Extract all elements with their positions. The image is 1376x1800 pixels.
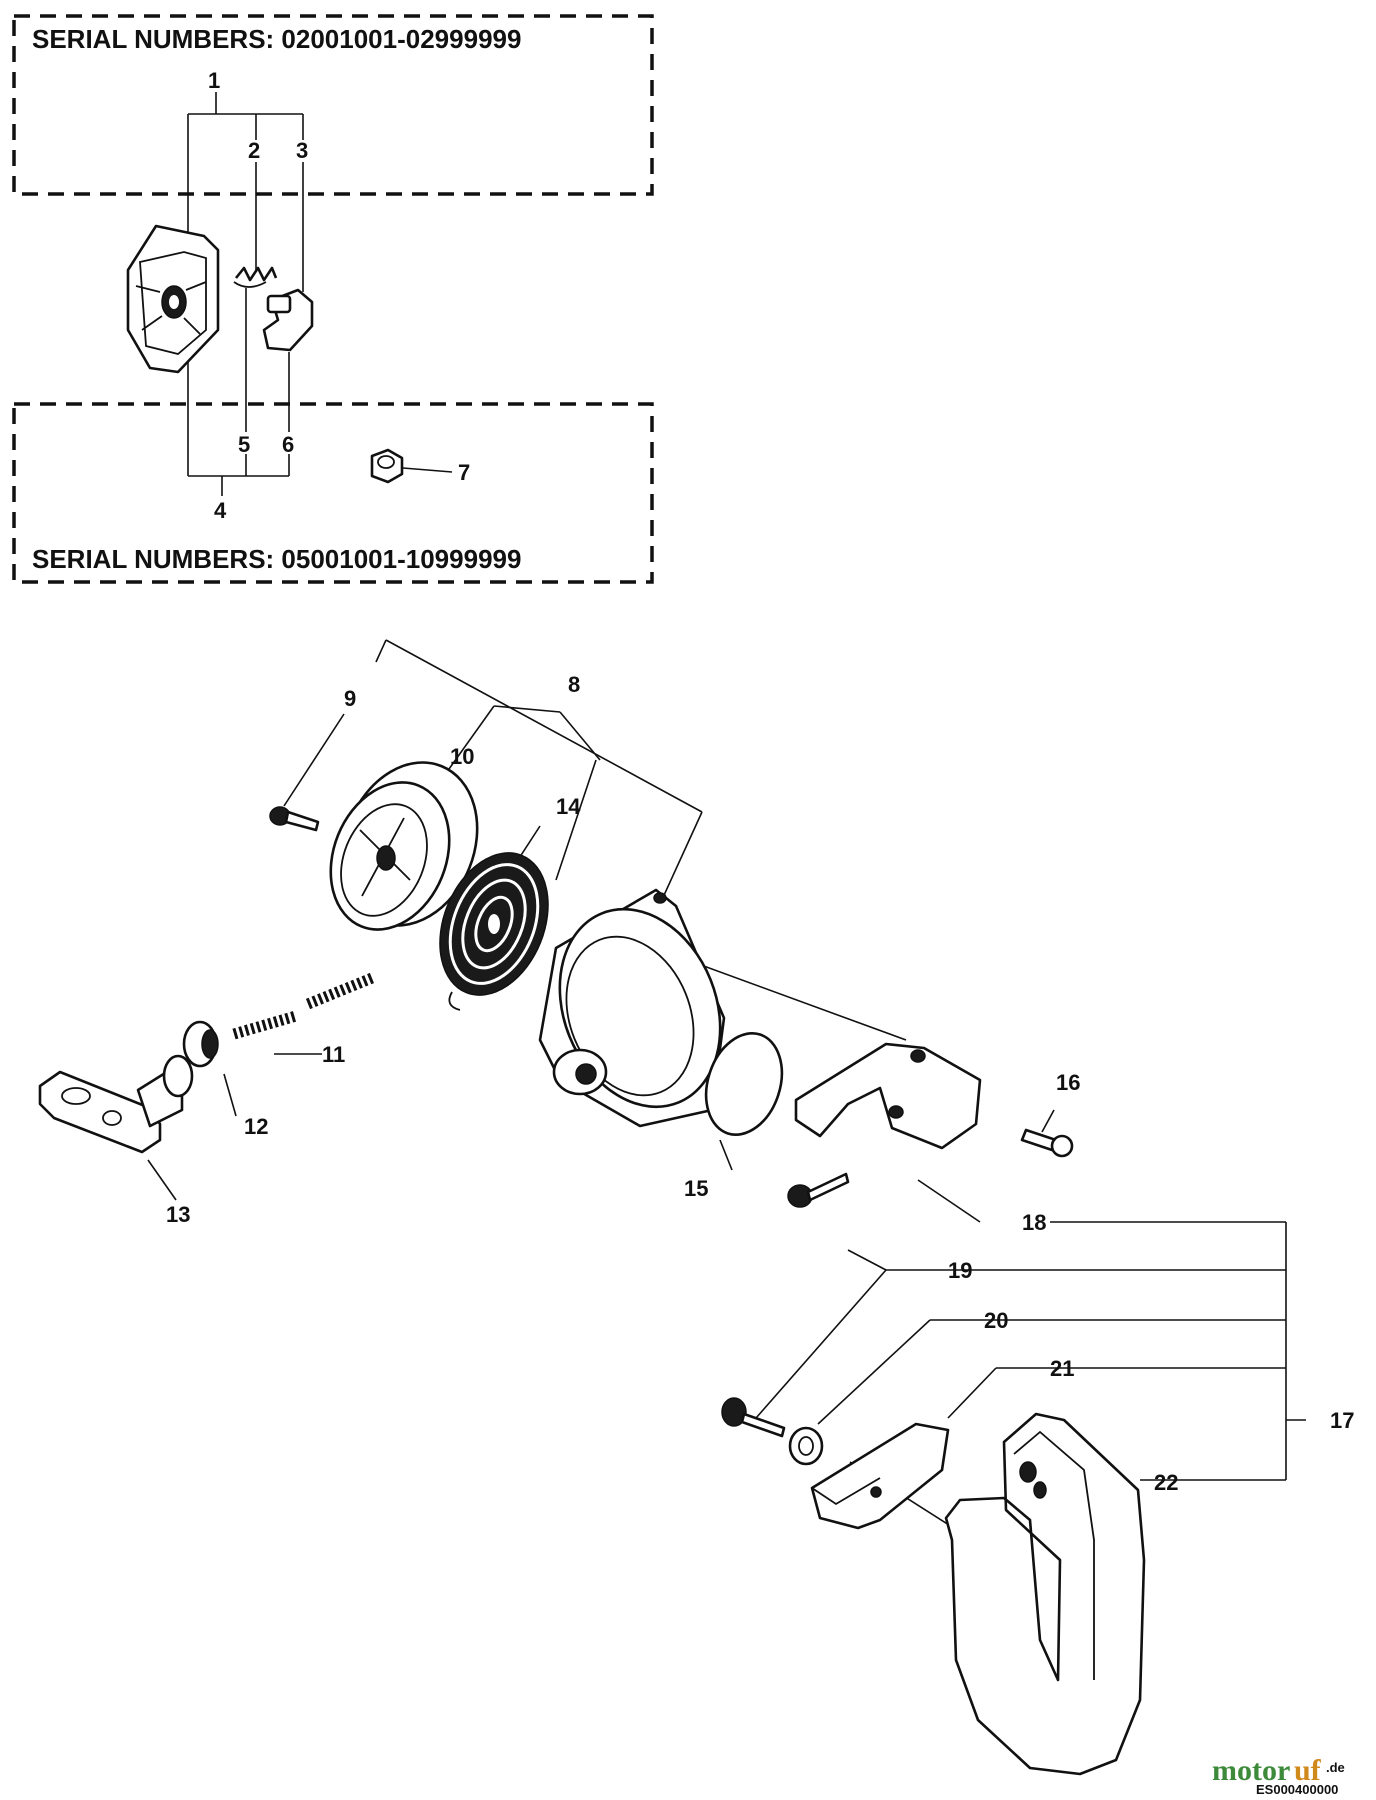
callout-3: 3: [296, 138, 308, 163]
recoil-spring-drawing: [439, 852, 549, 1011]
watermark-brand-b: uf: [1294, 1754, 1322, 1787]
serial-box-bottom: [12, 402, 654, 584]
callout-17: 17: [1330, 1408, 1354, 1433]
pawl-drawing: [262, 288, 314, 352]
starter-housing-drawing: [538, 888, 726, 1128]
screw-19-upper-drawing: [787, 1172, 850, 1208]
callout-15: 15: [684, 1176, 708, 1201]
starter-rope-drawing: [232, 972, 375, 1040]
starter-handle-drawing: [38, 1054, 194, 1154]
callout-22: 22: [1154, 1470, 1178, 1495]
bolt-drawing: [269, 806, 320, 832]
callout-21: 21: [1050, 1356, 1074, 1381]
callout-8: 8: [568, 672, 580, 697]
pawl-carrier-drawing: [126, 224, 220, 374]
nut-drawing: [370, 448, 404, 484]
handle-bracket-drawing: [794, 1042, 982, 1150]
callout-18: 18: [1022, 1210, 1046, 1235]
callout-14: 14: [556, 794, 581, 819]
serial-label-bottom: SERIAL NUMBERS: 05001001-10999999: [32, 544, 521, 574]
top-cluster-leaders: [187, 92, 453, 496]
drawing-code: ES000400000: [1256, 1782, 1338, 1797]
watermark-suffix: .de: [1326, 1760, 1345, 1775]
callout-4: 4: [214, 498, 227, 523]
callout-7: 7: [458, 460, 470, 485]
callout-20: 20: [984, 1308, 1008, 1333]
rope-reel-drawing: [329, 761, 479, 931]
pawl-spring-drawing: [233, 266, 278, 288]
callout-6: 6: [282, 432, 294, 457]
watermark-brand-a: motor: [1212, 1754, 1290, 1787]
front-handle-drawing: [944, 1412, 1146, 1776]
callout-9: 9: [344, 686, 356, 711]
callout-5: 5: [238, 432, 250, 457]
screw-19-lower-drawing: [721, 1397, 786, 1438]
callout-16: 16: [1056, 1070, 1080, 1095]
callout-10: 10: [450, 744, 474, 769]
clamp-drawing: [810, 1422, 950, 1530]
callout-19: 19: [948, 1258, 972, 1283]
callout-11: 11: [322, 1042, 345, 1067]
callout-12: 12: [244, 1114, 268, 1139]
callout-numbers: 1 2 3 4 5 6 7 8 9 10 11 12 13 14 15 16 1…: [166, 68, 1354, 1495]
washer-drawing: [788, 1426, 824, 1466]
serial-label-top: SERIAL NUMBERS: 02001001-02999999: [32, 24, 521, 54]
callout-2: 2: [248, 138, 260, 163]
serial-box-top: [12, 14, 654, 196]
watermark: motor uf .de: [1212, 1754, 1345, 1787]
o-ring-drawing: [704, 1032, 784, 1136]
callout-1: 1: [208, 68, 220, 93]
rope-guide-drawing: [182, 1020, 219, 1068]
screw-16-drawing: [1020, 1128, 1074, 1158]
starter-leaders: [147, 639, 1306, 1533]
callout-13: 13: [166, 1202, 190, 1227]
